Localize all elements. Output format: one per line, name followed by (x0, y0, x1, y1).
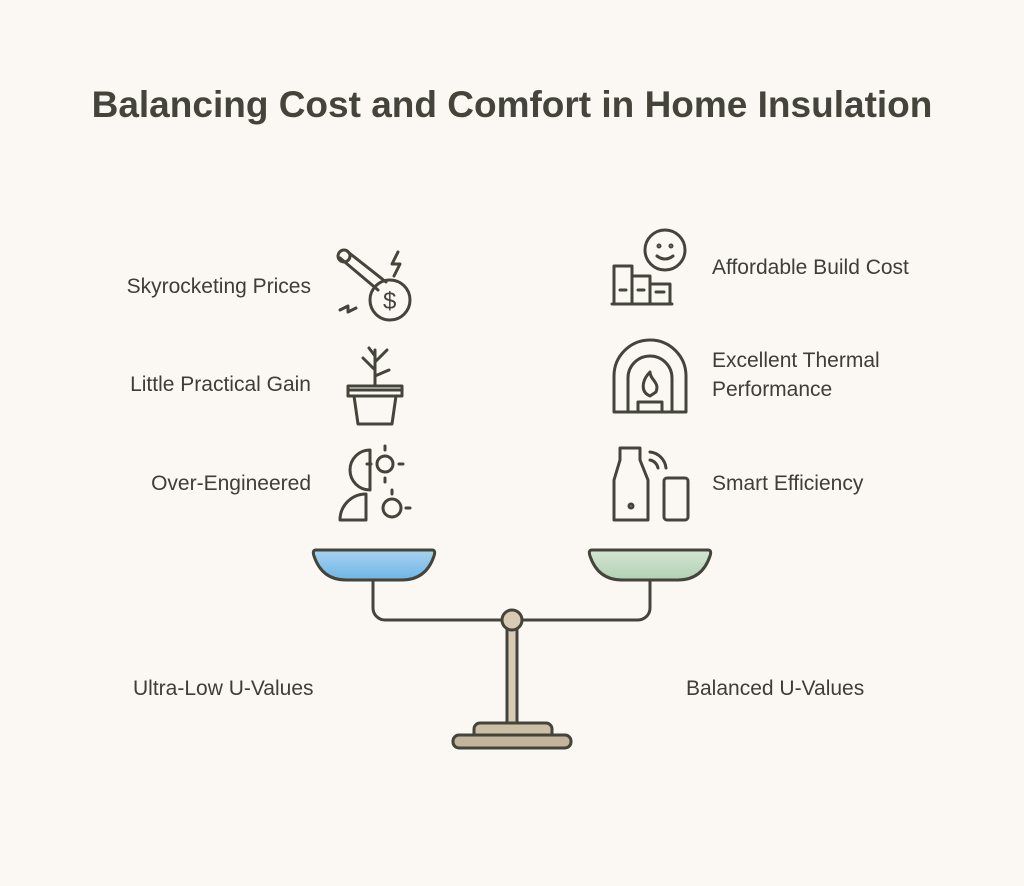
page-title: Balancing Cost and Comfort in Home Insul… (91, 84, 933, 125)
left-item-label: Little Practical Gain (130, 373, 311, 396)
rocket-dollar-icon: $ (336, 248, 412, 322)
potted-plant-icon (346, 346, 404, 426)
head-gears-icon (338, 444, 412, 522)
right-pan (587, 548, 713, 582)
left-item-label: Over-Engineered (151, 472, 311, 495)
right-item-label: Smart Efficiency (712, 472, 864, 495)
left-pan (311, 548, 437, 582)
right-item-label: Excellent Thermal Performance (712, 349, 880, 401)
scale-pivot (500, 608, 524, 632)
building-smiley-icon (610, 228, 687, 306)
smart-devices-icon (612, 446, 690, 522)
left-item-label: Skyrocketing Prices (126, 275, 311, 298)
svg-text:$: $ (383, 288, 396, 315)
right-item-label: Affordable Build Cost (712, 256, 909, 279)
scale-base (451, 733, 573, 750)
right-base-label: Balanced U-Values (686, 677, 865, 700)
scale-pole (505, 626, 519, 726)
fireplace-icon (612, 338, 688, 414)
left-base-label: Ultra-Low U-Values (133, 677, 314, 700)
scale-base-top (472, 721, 554, 737)
